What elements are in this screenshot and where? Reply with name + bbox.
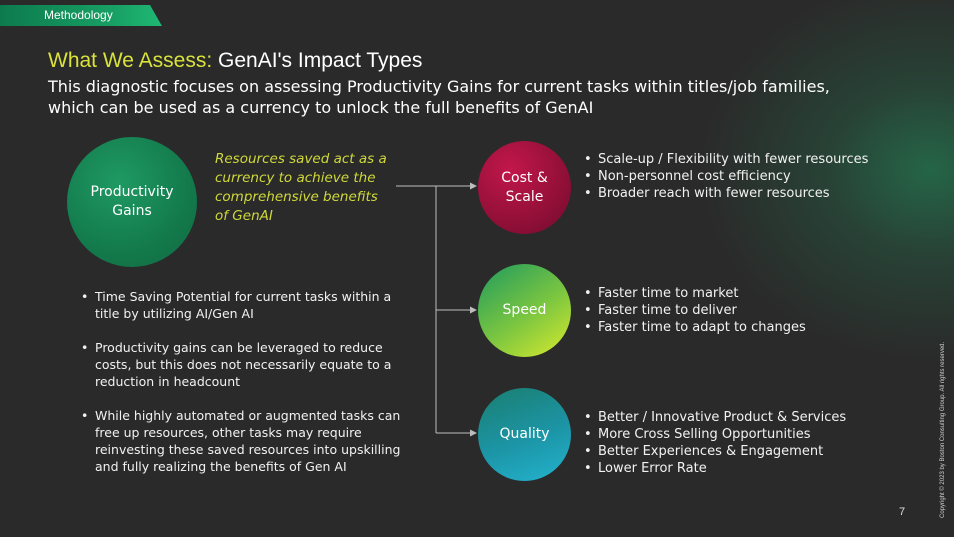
title-accent: What We Assess:: [48, 49, 213, 72]
productivity-bullets: Time Saving Potential for current tasks …: [81, 288, 401, 492]
list-item: Time Saving Potential for current tasks …: [81, 288, 401, 322]
copyright-notice: Copyright © 2023 by Boston Consulting Gr…: [940, 341, 946, 518]
productivity-label-line1: Productivity: [90, 184, 174, 200]
section-tab: Methodology: [0, 5, 162, 26]
quality-bullets: Better / Innovative Product & Services M…: [584, 409, 904, 477]
quality-label: Quality: [499, 426, 550, 442]
list-item: Non-personnel cost efficiency: [584, 168, 904, 185]
list-item: Faster time to deliver: [584, 302, 904, 319]
list-item: While highly automated or augmented task…: [81, 407, 401, 475]
productivity-label-line2: Gains: [112, 203, 152, 219]
cost-label-line1: Cost &: [501, 169, 548, 186]
page-title: What We Assess: GenAI's Impact Types: [48, 49, 422, 73]
list-item: Lower Error Rate: [584, 460, 904, 477]
page-number: 7: [899, 506, 906, 518]
list-item: Faster time to adapt to changes: [584, 319, 904, 336]
cost-label-line2: Scale: [505, 188, 544, 205]
page-subtitle: This diagnostic focuses on assessing Pro…: [48, 77, 830, 117]
speed-label: Speed: [502, 302, 547, 318]
list-item: More Cross Selling Opportunities: [584, 426, 904, 443]
currency-callout: Resources saved act as a currency to ach…: [215, 151, 387, 224]
list-item: Scale-up / Flexibility with fewer resour…: [584, 151, 904, 168]
quality-circle: Quality: [478, 388, 571, 481]
list-item: Faster time to market: [584, 285, 904, 302]
cost-scale-circle: Cost & Scale: [478, 141, 571, 234]
cost-scale-bullets: Scale-up / Flexibility with fewer resour…: [584, 151, 904, 202]
title-rest: GenAI's Impact Types: [218, 49, 423, 72]
list-item: Productivity gains can be leveraged to r…: [81, 339, 401, 390]
list-item: Better Experiences & Engagement: [584, 443, 904, 460]
speed-bullets: Faster time to market Faster time to del…: [584, 285, 904, 336]
list-item: Better / Innovative Product & Services: [584, 409, 904, 426]
productivity-gains-circle: Productivity Gains: [67, 137, 197, 267]
speed-circle: Speed: [478, 264, 571, 357]
list-item: Broader reach with fewer resources: [584, 185, 904, 202]
